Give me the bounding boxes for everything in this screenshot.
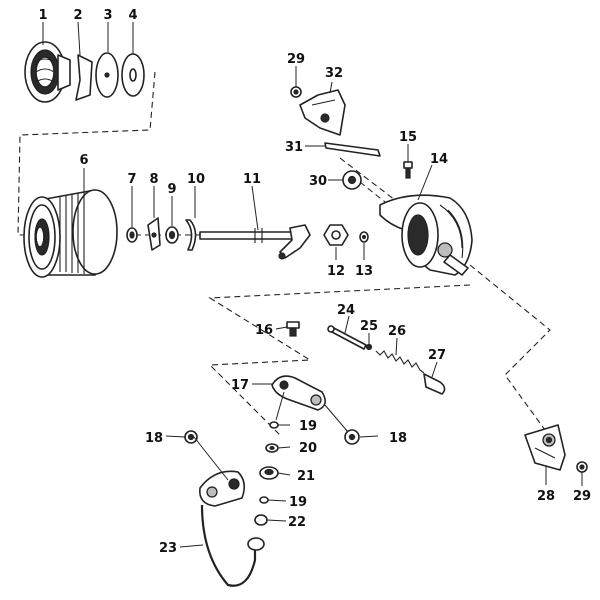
callout-23: 23 bbox=[159, 541, 177, 556]
callout-4: 4 bbox=[128, 8, 137, 23]
part-20-washer bbox=[265, 443, 279, 453]
part-30-roller bbox=[342, 170, 362, 190]
part-23-bail-wire bbox=[198, 470, 265, 587]
callout-26: 26 bbox=[388, 324, 406, 339]
part-28-arm-holder bbox=[524, 424, 566, 471]
part-19-washer-upper bbox=[269, 421, 279, 429]
part-12-nut bbox=[323, 224, 349, 246]
part-19-washer-lower bbox=[259, 496, 269, 504]
callout-28: 28 bbox=[537, 489, 555, 504]
part-6-spool bbox=[23, 189, 118, 278]
callout-2: 2 bbox=[73, 8, 82, 23]
callout-15: 15 bbox=[399, 130, 417, 145]
callout-3: 3 bbox=[103, 8, 112, 23]
callout-12: 12 bbox=[327, 264, 345, 279]
callout-17: 17 bbox=[231, 378, 249, 393]
part-32-bracket bbox=[299, 89, 346, 136]
part-7-washer bbox=[126, 227, 138, 243]
part-13-washer bbox=[359, 231, 369, 243]
part-21-line-roller bbox=[259, 466, 279, 480]
part-24-rod bbox=[327, 325, 367, 350]
callout-18-right: 18 bbox=[389, 431, 407, 446]
part-29-screw-top bbox=[290, 86, 302, 98]
callout-25: 25 bbox=[360, 319, 378, 334]
part-14-rotor-housing bbox=[379, 194, 473, 276]
part-22-bushing bbox=[254, 514, 268, 526]
callout-30: 30 bbox=[309, 174, 327, 189]
callout-8: 8 bbox=[149, 172, 158, 187]
callout-29-top: 29 bbox=[287, 52, 305, 67]
callout-18-left: 18 bbox=[145, 431, 163, 446]
callout-14: 14 bbox=[430, 152, 448, 167]
callout-labels: 1 2 3 4 6 7 8 9 10 11 12 13 14 15 16 17 … bbox=[38, 8, 591, 556]
part-26-spring bbox=[375, 350, 425, 374]
callout-11: 11 bbox=[243, 172, 261, 187]
callout-16: 16 bbox=[255, 323, 273, 338]
callout-13: 13 bbox=[355, 264, 373, 279]
part-25-e-ring bbox=[365, 343, 373, 351]
part-11-main-shaft bbox=[199, 224, 311, 260]
part-15-screw bbox=[403, 161, 413, 179]
callout-29-bottom: 29 bbox=[573, 489, 591, 504]
callout-19-upper: 19 bbox=[299, 419, 317, 434]
part-18-screw-left bbox=[184, 430, 198, 444]
leader-lines bbox=[42, 21, 583, 548]
part-2-spring-clip bbox=[75, 54, 93, 101]
part-4-washer bbox=[121, 53, 145, 97]
part-1-drag-knob bbox=[24, 41, 71, 103]
callout-24: 24 bbox=[337, 303, 355, 318]
callout-6: 6 bbox=[79, 153, 88, 168]
callout-19-lower: 19 bbox=[289, 495, 307, 510]
part-3-washer bbox=[95, 52, 119, 98]
part-31-pin bbox=[324, 142, 381, 157]
part-8-clip bbox=[147, 217, 161, 251]
callout-21: 21 bbox=[297, 469, 315, 484]
callout-10: 10 bbox=[187, 172, 205, 187]
callout-7: 7 bbox=[127, 172, 136, 187]
callout-32: 32 bbox=[325, 66, 343, 81]
part-10-spring bbox=[185, 219, 197, 251]
callout-31: 31 bbox=[285, 140, 303, 155]
callout-1: 1 bbox=[38, 8, 47, 23]
part-27-plunger bbox=[423, 373, 446, 395]
part-17-bail-arm bbox=[271, 375, 326, 411]
callout-22: 22 bbox=[288, 515, 306, 530]
callout-9: 9 bbox=[167, 182, 176, 197]
part-18-screw-right bbox=[344, 429, 360, 445]
part-16-screw bbox=[286, 321, 300, 337]
part-29-screw-bottom bbox=[576, 461, 588, 473]
part-9-washer bbox=[165, 226, 179, 244]
callout-27: 27 bbox=[428, 348, 446, 363]
callout-20: 20 bbox=[299, 441, 317, 456]
